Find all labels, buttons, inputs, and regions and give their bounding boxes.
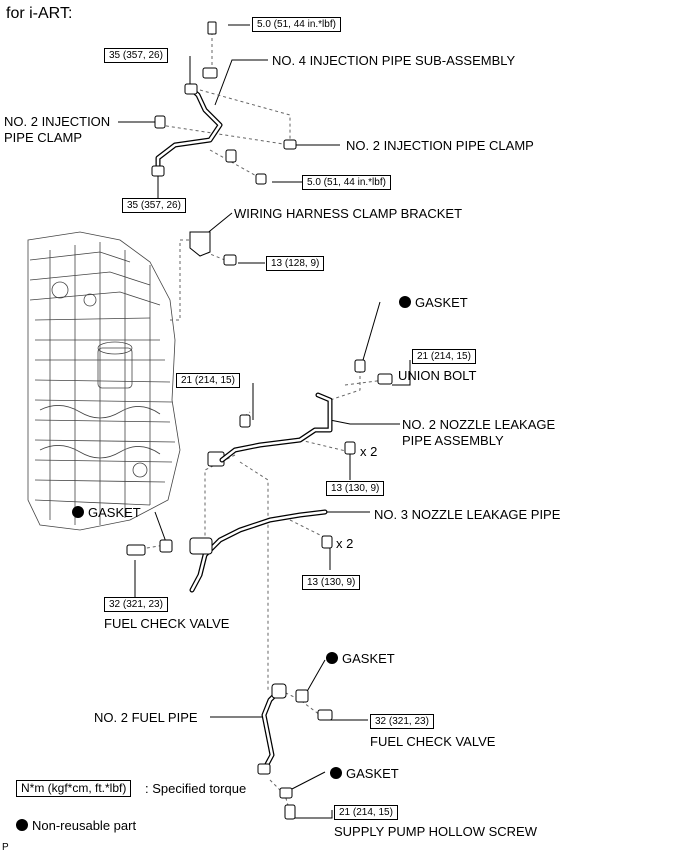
label-gasket-lower-1: GASKET (326, 651, 395, 666)
gasket-text: GASKET (346, 766, 399, 781)
fasteners (126, 21, 393, 820)
gasket-text: GASKET (415, 295, 468, 310)
no4-injection-pipe-shape (151, 83, 223, 177)
label-supply-pump-hollow-screw: SUPPLY PUMP HOLLOW SCREW (334, 824, 537, 839)
non-reusable-dot-icon (16, 819, 28, 831)
no3-nozzle-leakage-pipe-shape (189, 509, 328, 593)
torque-box: 5.0 (51, 44 in.*lbf) (302, 175, 391, 190)
label-no2-injection-pipe-clamp-right: NO. 2 INJECTION PIPE CLAMP (346, 138, 534, 153)
page-title: for i-ART: (6, 5, 73, 22)
torque-box: 32 (321, 23) (104, 597, 168, 612)
no2-nozzle-leakage-pipe-shape (219, 392, 333, 463)
torque-box: 21 (214, 15) (334, 805, 398, 820)
legend-torque-text: : Specified torque (145, 781, 247, 796)
leader-lines (118, 24, 411, 819)
engine-block-illustration (27, 231, 181, 531)
figure-code: P (2, 842, 9, 853)
label-no2-nozzle-leakage-2: PIPE ASSEMBLY (402, 433, 504, 448)
non-reusable-dot-icon (326, 652, 338, 664)
label-gasket-lower-2: GASKET (330, 766, 399, 781)
label-fuel-check-valve-right: FUEL CHECK VALVE (370, 734, 496, 749)
non-reusable-dot-icon (330, 767, 342, 779)
label-gasket-left: GASKET (72, 505, 141, 520)
torque-box: 13 (128, 9) (266, 256, 325, 271)
label-union-bolt: UNION BOLT (398, 368, 477, 383)
torque-box: 5.0 (51, 44 in.*lbf) (252, 17, 341, 32)
legend-torque-box: N*m (kgf*cm, ft.*lbf) (16, 780, 132, 797)
torque-box: 32 (321, 23) (370, 714, 434, 729)
non-reusable-dot-icon (399, 296, 411, 308)
label-no2-injection-pipe-clamp-left-1: NO. 2 INJECTION (4, 114, 111, 129)
gasket-text: GASKET (88, 505, 141, 520)
label-x2-lower: x 2 (336, 536, 354, 551)
label-wiring-harness-clamp-bracket: WIRING HARNESS CLAMP BRACKET (234, 206, 463, 221)
no2-fuel-pipe-shape (257, 683, 287, 775)
label-no2-fuel-pipe: NO. 2 FUEL PIPE (94, 710, 198, 725)
torque-box: 21 (214, 15) (176, 373, 240, 388)
label-no2-nozzle-leakage-1: NO. 2 NOZZLE LEAKAGE (402, 417, 556, 432)
label-gasket: GASKET (399, 295, 468, 310)
label-fuel-check-valve-left: FUEL CHECK VALVE (104, 616, 230, 631)
label-x2-upper: x 2 (360, 444, 378, 459)
non-reusable-dot-icon (72, 506, 84, 518)
legend-non-reusable: Non-reusable part (16, 818, 136, 833)
torque-box: 13 (130, 9) (326, 481, 385, 496)
label-no4-injection-pipe: NO. 4 INJECTION PIPE SUB-ASSEMBLY (272, 53, 516, 68)
torque-box: 35 (357, 26) (122, 198, 186, 213)
non-reusable-text: Non-reusable part (32, 818, 137, 833)
label-no2-injection-pipe-clamp-left-2: PIPE CLAMP (4, 130, 83, 145)
gasket-text: GASKET (342, 651, 395, 666)
torque-box: 35 (357, 26) (104, 48, 168, 63)
torque-box: 13 (130, 9) (302, 575, 361, 590)
label-no3-nozzle-leakage-pipe: NO. 3 NOZZLE LEAKAGE PIPE (374, 507, 561, 522)
torque-box: 21 (214, 15) (412, 349, 476, 364)
